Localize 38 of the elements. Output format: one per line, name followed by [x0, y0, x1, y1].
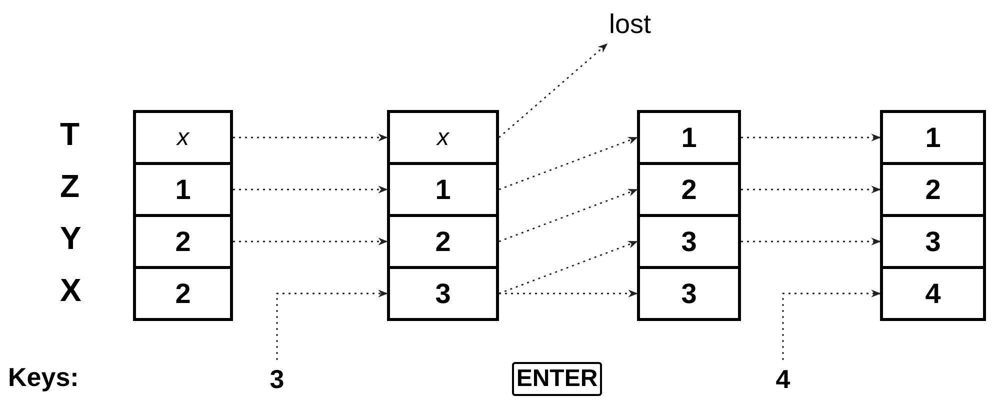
arrow — [498, 188, 638, 242]
register-cell: 3 — [880, 214, 986, 269]
register-cell: 2 — [133, 266, 233, 321]
register-cell: 2 — [387, 214, 499, 269]
arrow — [741, 186, 881, 194]
register-cell: 2 — [133, 214, 233, 269]
arrow — [741, 134, 881, 142]
key-label: 4 — [768, 360, 798, 398]
register-name: X — [60, 272, 82, 309]
key-label: 3 — [262, 360, 292, 398]
register-cell: 3 — [387, 266, 499, 321]
register-cell: 2 — [637, 162, 741, 217]
arrow — [276, 290, 388, 360]
register-name: Y — [60, 220, 82, 257]
arrow — [499, 290, 638, 298]
register-cell: 2 — [880, 162, 986, 217]
register-cell: 3 — [637, 214, 741, 269]
arrow — [498, 136, 638, 190]
register-cell: 1 — [637, 110, 741, 165]
lost-label: lost — [595, 4, 665, 44]
arrow — [233, 238, 388, 246]
arrow — [741, 238, 881, 246]
enter-key: ENTER — [512, 362, 602, 396]
register-cell: 3 — [637, 266, 741, 321]
register-name: T — [60, 116, 80, 153]
register-cell: x — [387, 110, 499, 165]
register-cell: 1 — [880, 110, 986, 165]
arrow — [233, 186, 388, 194]
register-cell: 4 — [880, 266, 986, 321]
register-cell: 1 — [133, 162, 233, 217]
keys-label: Keys: — [8, 362, 79, 393]
arrow — [498, 240, 638, 294]
register-cell: x — [133, 110, 233, 165]
arrow — [233, 134, 388, 142]
register-name: Z — [60, 168, 80, 205]
register-cell: 1 — [387, 162, 499, 217]
arrow — [498, 43, 608, 138]
arrow — [782, 290, 881, 360]
